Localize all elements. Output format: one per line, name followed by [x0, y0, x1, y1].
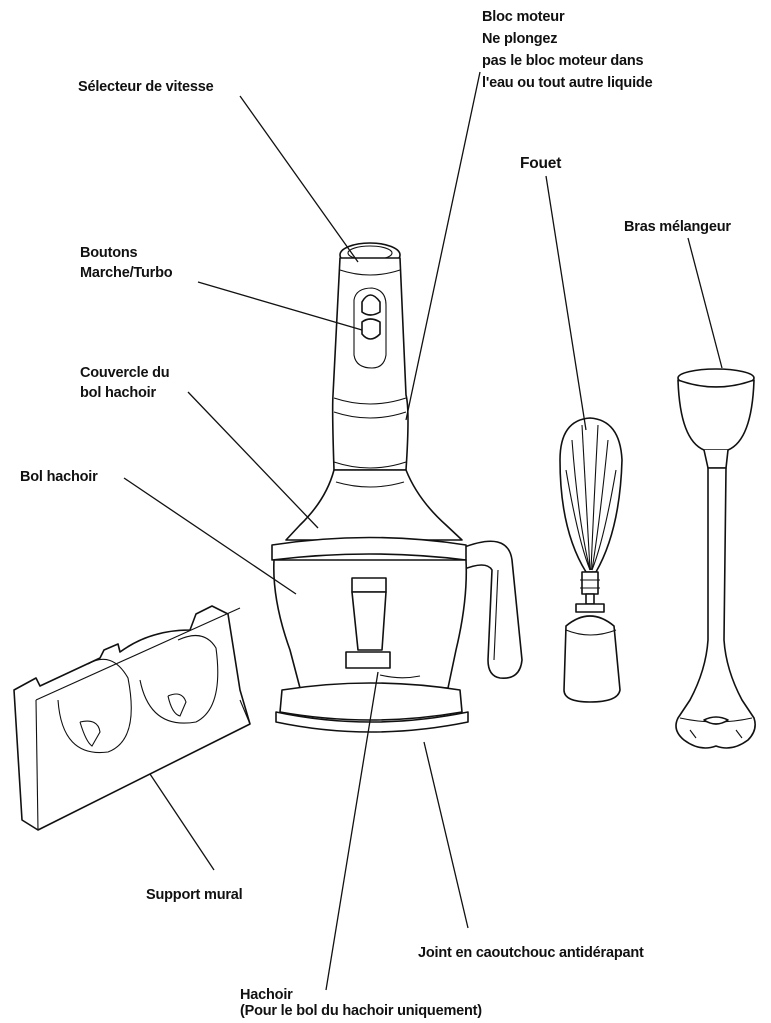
label-joint: Joint en caoutchouc antidérapant	[418, 944, 644, 963]
label-fouet: Fouet	[520, 154, 561, 173]
motor-block-drawing	[333, 243, 408, 470]
label-bloc-moteur-warning-2: pas le bloc moteur dans	[482, 52, 643, 71]
label-bloc-moteur-warning-1: Ne plongez	[482, 30, 557, 49]
chopper-bowl-drawing	[272, 470, 522, 732]
label-boutons-1: Boutons	[80, 244, 137, 263]
leader-selecteur	[240, 96, 358, 262]
leader-bloc-moteur	[406, 72, 480, 420]
leader-fouet	[546, 176, 586, 430]
label-selecteur-vitesse: Sélecteur de vitesse	[78, 78, 213, 97]
leader-joint	[424, 742, 468, 928]
whisk-drawing	[560, 418, 622, 702]
label-bloc-moteur-warning-3: l'eau ou tout autre liquide	[482, 74, 652, 93]
label-bras-melangeur: Bras mélangeur	[624, 218, 731, 237]
label-bloc-moteur-title: Bloc moteur	[482, 8, 564, 27]
label-support-mural: Support mural	[146, 886, 243, 905]
wall-support-drawing	[14, 606, 250, 830]
label-boutons-2: Marche/Turbo	[80, 264, 172, 283]
leader-bras	[688, 238, 722, 368]
blender-arm-drawing	[676, 369, 755, 748]
leader-support	[150, 774, 214, 870]
label-couvercle-1: Couvercle du	[80, 364, 169, 383]
leader-bol	[124, 478, 296, 594]
label-couvercle-2: bol hachoir	[80, 384, 156, 403]
label-bol-hachoir: Bol hachoir	[20, 468, 98, 487]
leader-couvercle	[188, 392, 318, 528]
label-hachoir-2: (Pour le bol du hachoir uniquement)	[240, 1002, 482, 1021]
